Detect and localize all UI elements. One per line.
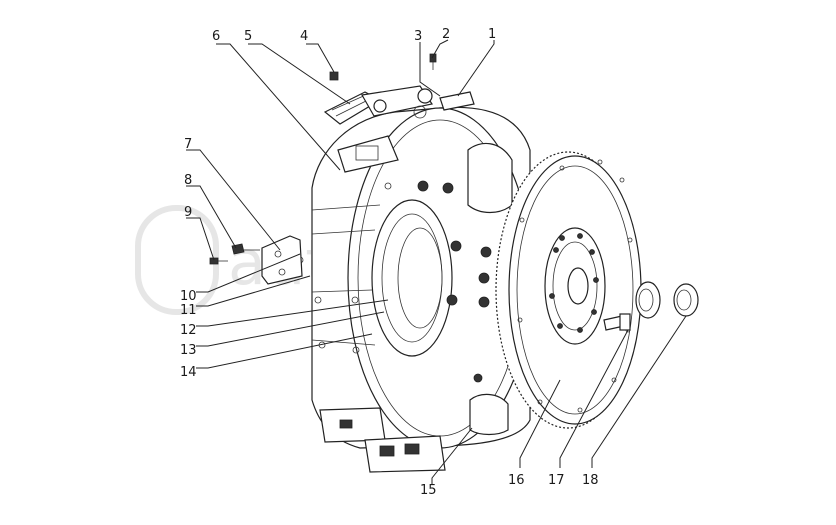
callout-8: 8 <box>184 173 192 188</box>
side-bracket-group <box>209 235 303 285</box>
flywheel <box>495 151 642 429</box>
callout-15: 15 <box>420 483 437 498</box>
top-bracket-group <box>323 53 475 125</box>
callout-3: 3 <box>414 29 422 44</box>
callout-1: 1 <box>488 27 496 42</box>
callout-4: 4 <box>300 29 308 44</box>
callout-14: 14 <box>180 365 197 380</box>
callout-16: 16 <box>508 473 525 488</box>
callout-7: 7 <box>184 137 192 152</box>
callout-2: 2 <box>442 27 450 42</box>
leader-lines <box>186 39 687 484</box>
callout-13: 13 <box>180 343 197 358</box>
callout-6: 6 <box>212 29 220 44</box>
callout-9: 9 <box>184 205 192 220</box>
callout-17: 17 <box>548 473 565 488</box>
callout-12: 12 <box>180 323 197 338</box>
callout-18: 18 <box>582 473 599 488</box>
callout-10: 10 <box>180 289 197 304</box>
callout-11: 11 <box>180 303 197 318</box>
oil-seal <box>673 283 699 317</box>
callout-5: 5 <box>244 29 252 44</box>
flywheel-housing <box>296 106 533 473</box>
pilot-bearing <box>635 281 661 319</box>
callout-labels: 1 2 3 4 5 6 7 8 9 10 11 12 13 14 15 16 1… <box>180 27 599 498</box>
flywheel-bolt <box>603 313 631 331</box>
